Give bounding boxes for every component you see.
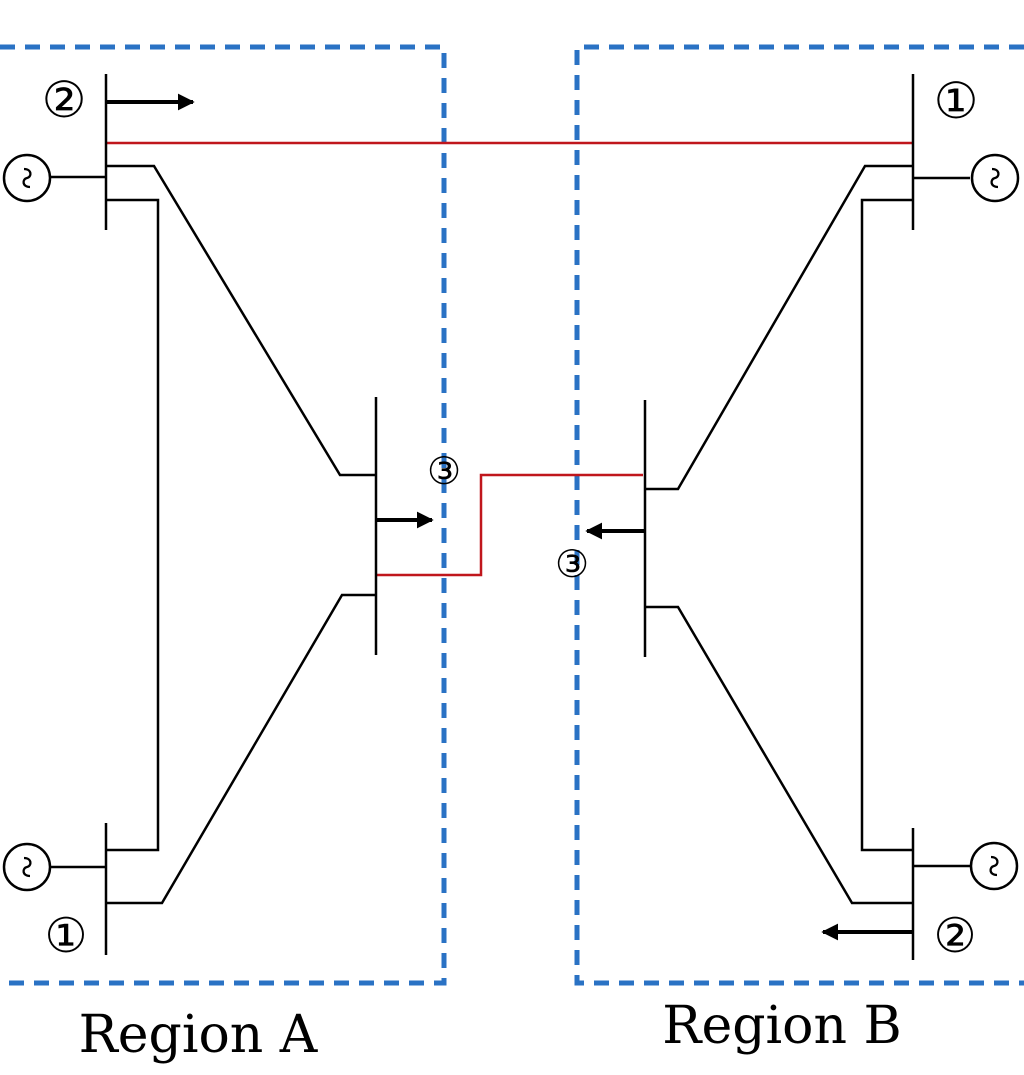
bus-label-a1: ① [44, 908, 87, 964]
bus-label-b3: ③ [555, 542, 589, 586]
line-a2-a1 [106, 198, 160, 852]
bus-label-b2: ② [933, 908, 976, 964]
line-b1-b2 [860, 198, 913, 852]
region-a-boundary [0, 44, 447, 986]
bus-label-a3: ③ [427, 449, 461, 493]
tie-line-middle [377, 473, 643, 577]
bus-label-b1: ① [934, 72, 979, 130]
line-b1-b3 [645, 164, 913, 491]
line-a2-a3 [106, 164, 376, 477]
line-b2-b3 [645, 605, 913, 905]
line-a1-a3 [106, 593, 376, 905]
generator-icon [2, 842, 52, 892]
region-b-boundary [574, 44, 1024, 986]
generator-icon [970, 153, 1020, 203]
region-a-label: Region A [79, 1005, 319, 1065]
region-b-label: Region B [662, 996, 901, 1056]
region-b-network [643, 74, 970, 960]
generator-icon [969, 841, 1019, 891]
region-a-network [50, 74, 378, 955]
bus-label-a2: ② [42, 71, 87, 129]
generator-icon [2, 153, 52, 203]
